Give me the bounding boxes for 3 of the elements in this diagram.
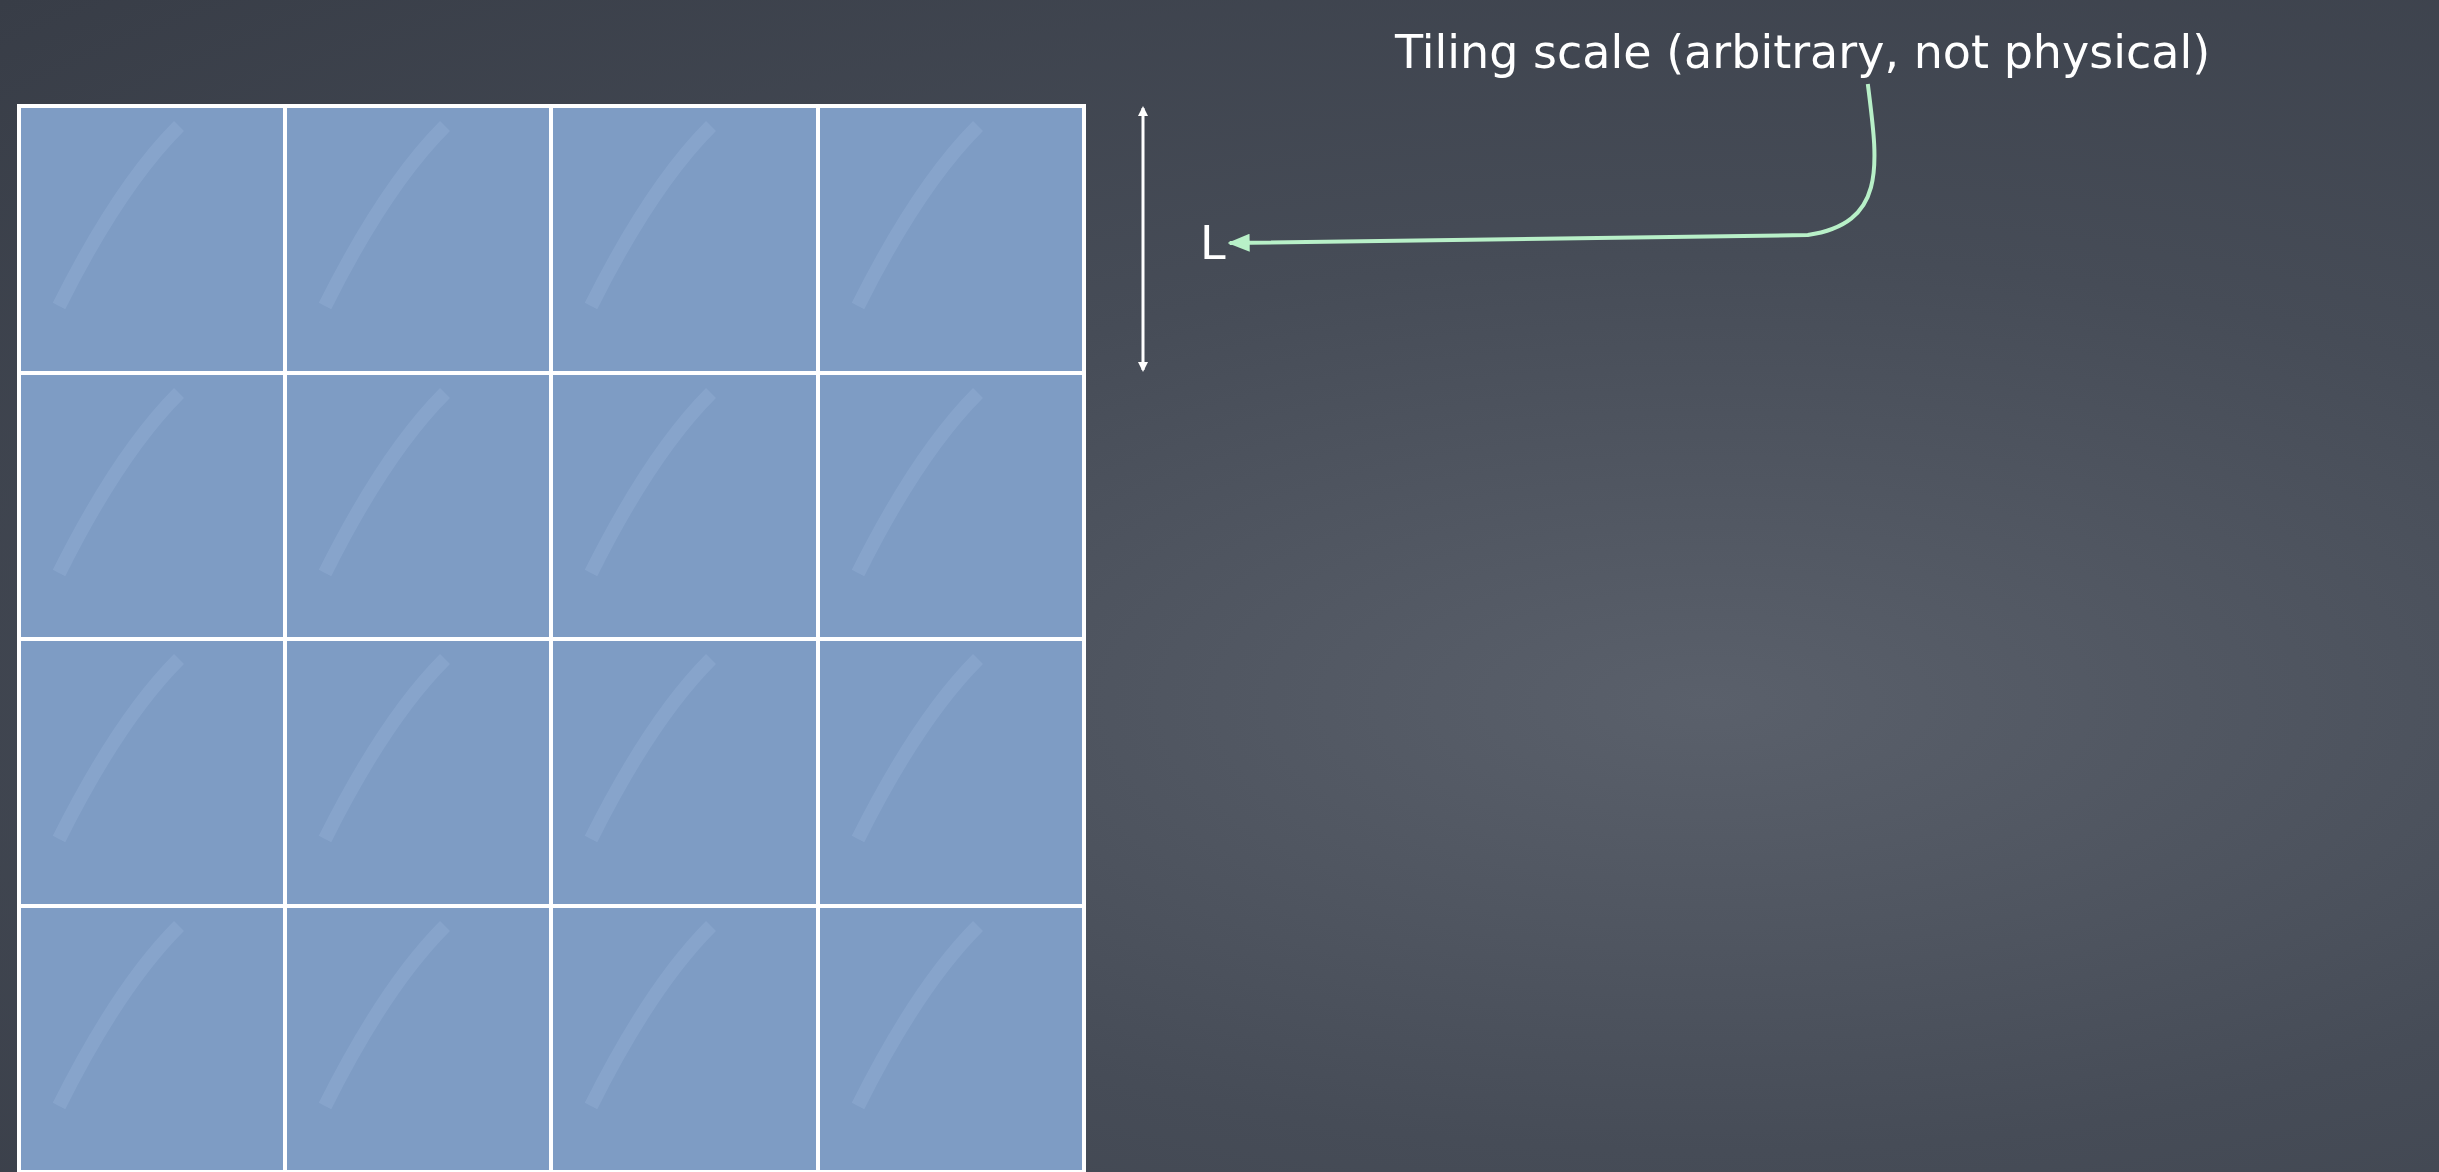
dimension-label: L — [1200, 213, 1226, 273]
annotation-text: Tiling scale (arbitrary, not physical) — [1395, 22, 2211, 82]
leader-line — [1227, 83, 1877, 252]
